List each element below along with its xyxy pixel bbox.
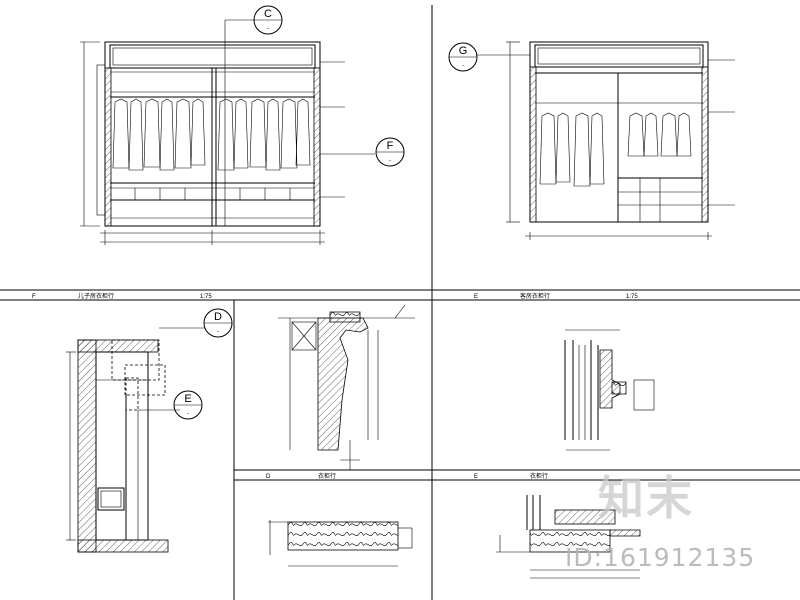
title-strip-left: F 儿子房衣柜行 1:75 [32, 292, 212, 300]
callout-e: E - [173, 390, 203, 420]
title-bc-name: 衣柜行 [318, 472, 336, 480]
wardrobe-elevation-son-room [80, 19, 375, 245]
wardrobe-elevation-guest-room [476, 41, 735, 240]
title-left-scale: 1:75 [200, 294, 212, 300]
hanging-clothes-guest-room [539, 112, 692, 187]
sheet-grid [0, 5, 800, 600]
callout-d-letter: D [214, 311, 222, 323]
title-right-num: E [474, 294, 478, 300]
callout-d-sub: - [217, 329, 219, 335]
title-left-num: F [32, 294, 36, 300]
glass-panel-detail [564, 329, 655, 451]
molding-detail-top [278, 304, 415, 470]
shelf-edge-detail [268, 520, 413, 567]
hanging-clothes-son-room [112, 98, 311, 171]
title-strip-right: E 客房衣柜行 1:75 [474, 292, 638, 300]
title-strip-bottom-right: E 衣柜行 [474, 472, 548, 480]
callout-c: C - [253, 5, 283, 35]
title-br-num: E [474, 474, 478, 480]
callout-g-letter: G [459, 45, 468, 57]
base-joint-detail [496, 495, 641, 579]
callout-f-sub: - [389, 158, 391, 164]
callout-c-sub: - [267, 26, 269, 32]
title-left-name: 儿子房衣柜行 [78, 292, 114, 300]
title-strip-bottom-center: D 衣柜行 [266, 472, 336, 480]
callout-f-letter: F [387, 140, 394, 152]
watermark-logo: 知末 [598, 471, 694, 525]
callout-g-sub: - [462, 63, 464, 69]
title-right-name: 客房衣柜行 [520, 292, 550, 300]
callout-e-letter: E [184, 393, 191, 405]
wardrobe-section [66, 327, 205, 553]
callout-c-letter: C [264, 8, 272, 20]
callout-g: G - [448, 42, 478, 72]
callout-f: F - [375, 137, 405, 167]
title-right-scale: 1:75 [626, 294, 638, 300]
title-br-name: 衣柜行 [530, 472, 548, 480]
callout-e-sub: - [187, 411, 189, 417]
title-bc-num: D [266, 474, 271, 480]
callout-d: D - [203, 308, 233, 338]
watermark-id: ID:161912135 [565, 543, 756, 572]
